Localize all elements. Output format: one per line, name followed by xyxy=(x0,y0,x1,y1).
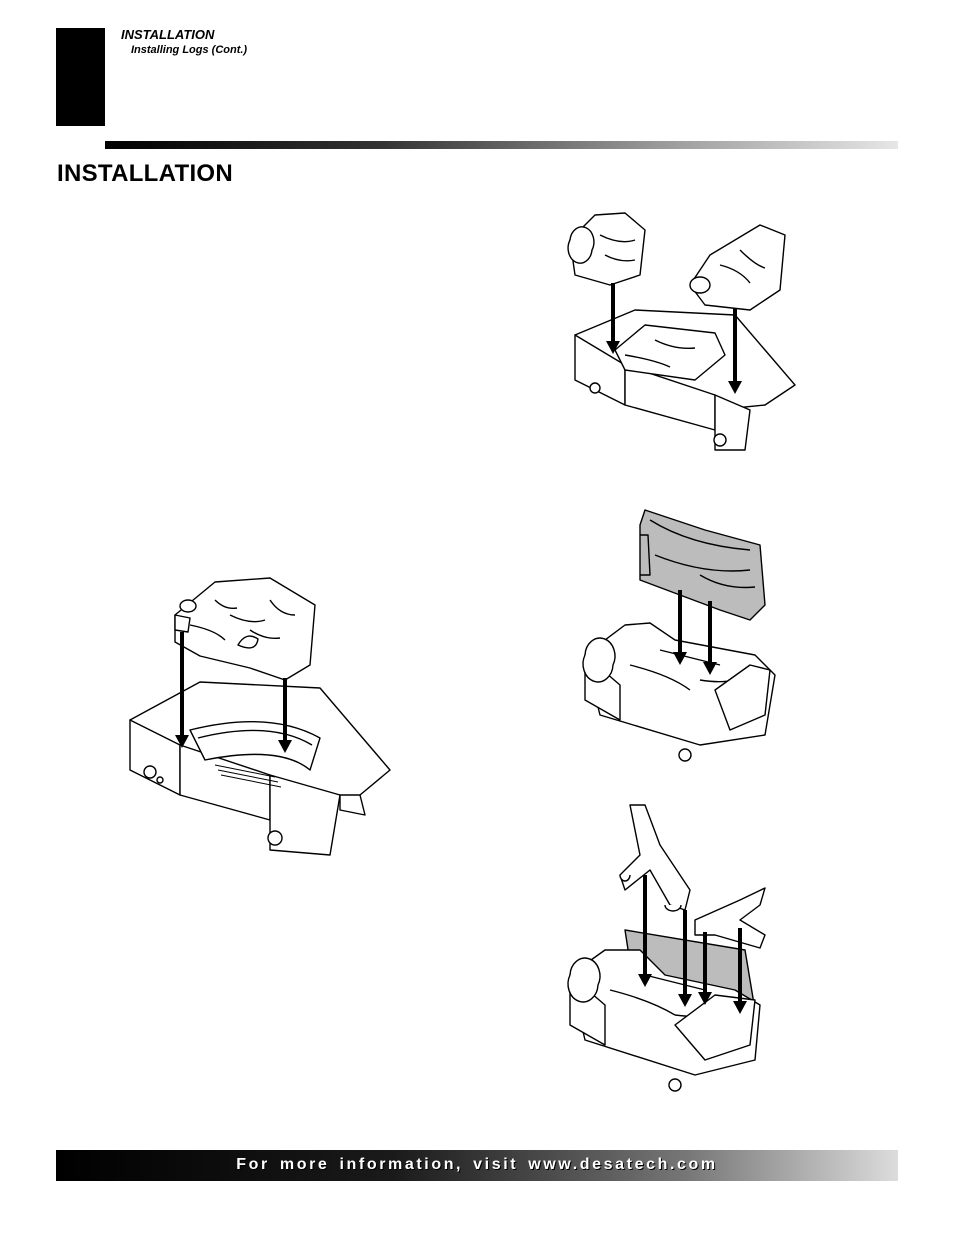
footer-bar: For more information, visit www.desatech… xyxy=(56,1150,898,1181)
section-tab-marker xyxy=(56,28,105,126)
figure-top-rear-log xyxy=(582,509,776,762)
page-title: INSTALLATION xyxy=(57,160,234,187)
figure-branch-logs xyxy=(567,804,766,1092)
figure-rear-log-on-base xyxy=(129,577,391,856)
running-header-section: INSTALLATION xyxy=(121,27,215,42)
footer-website-text: For more information, visit www.desatech… xyxy=(236,1156,718,1173)
header-gradient-rule xyxy=(105,141,898,149)
running-header-subsection: Installing Logs (Cont.) xyxy=(131,44,248,56)
figure-left-right-logs xyxy=(567,212,796,451)
